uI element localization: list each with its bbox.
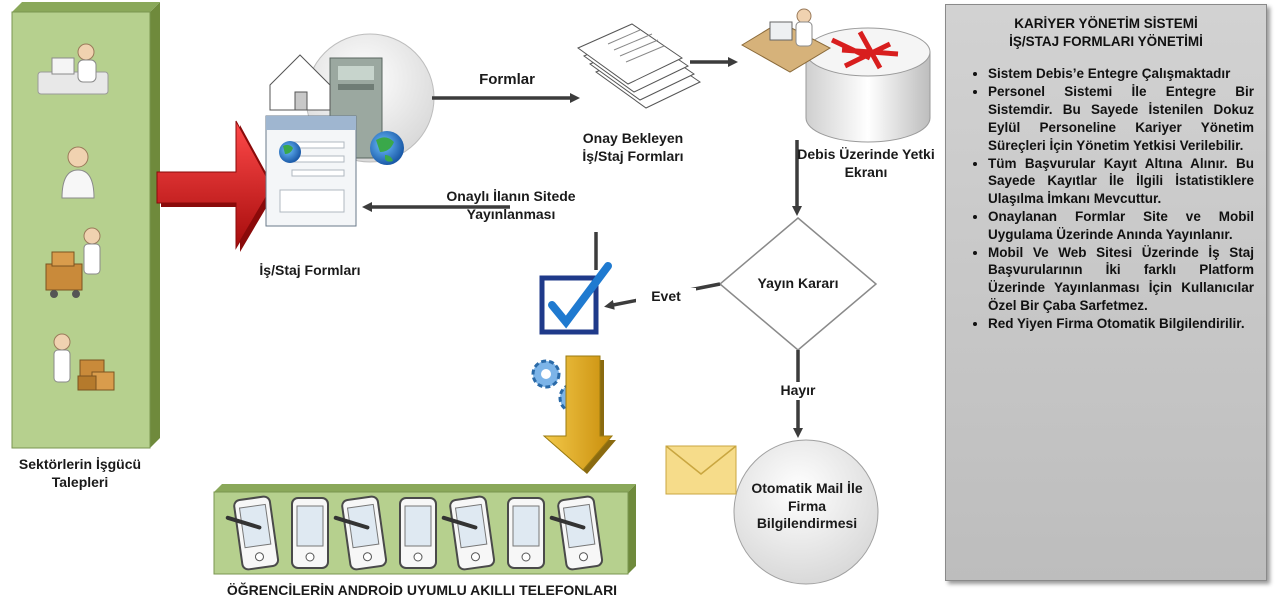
no-label: Hayır xyxy=(766,382,830,400)
panel-bullet-list: Sistem Debis’e Entegre Çalışmaktadır Per… xyxy=(958,65,1254,332)
smartphone-icon xyxy=(333,495,388,571)
smartphone-icon xyxy=(399,497,437,569)
router-arrows-icon xyxy=(830,30,899,70)
panel-bullet: Sistem Debis’e Entegre Çalışmaktadır xyxy=(988,65,1254,83)
publish-listing-label: Onaylı İlanın Sitede Yayınlanması xyxy=(446,188,576,222)
pending-forms-label: Onay Bekleyen İş/Staj Formları xyxy=(582,130,684,164)
envelope-icon xyxy=(665,445,737,495)
pending-forms-stack-icon xyxy=(577,23,701,109)
yellow-down-arrow xyxy=(542,355,616,474)
smartphone-icon xyxy=(549,495,604,571)
panel-bullet: Onaylanan Formlar Site ve Mobil Uygulama… xyxy=(988,208,1254,244)
panel-bullet: Mobil Ve Web Sitesi Üzerinde İş Staj Baş… xyxy=(988,244,1254,315)
smartphone-icon xyxy=(441,495,496,571)
panel-bullet: Personel Sistemi İle Entegre Bir Sistemd… xyxy=(988,83,1254,154)
panel-title-line1: KARİYER YÖNETİM SİSTEMİ xyxy=(1014,16,1198,31)
info-panel: KARİYER YÖNETİM SİSTEMİ İŞ/STAJ FORMLARI… xyxy=(945,4,1267,581)
debis-database-icon xyxy=(741,8,931,143)
panel-bullet: Red Yiyen Firma Otomatik Bilgilendirilir… xyxy=(988,315,1254,333)
smartphone-icon xyxy=(507,497,545,569)
debis-authorization-label: Debis Üzerinde Yetki Ekranı xyxy=(797,146,935,180)
job-internship-forms-label: İş/Staj Formları xyxy=(259,262,361,278)
red-input-arrow xyxy=(156,120,276,252)
panel-bullet: Tüm Başvurular Kayıt Altına Alınır. Bu S… xyxy=(988,155,1254,208)
warehouse-worker-icon xyxy=(53,333,115,391)
auto-mail-label: Otomatik Mail İle Firma Bilgilendirmesi xyxy=(751,480,863,531)
yes-label: Evet xyxy=(636,288,696,306)
android-phones-caption: ÖĞRENCİLERİN ANDROİD UYUMLU AKILLI TELEF… xyxy=(226,582,618,598)
person-icon xyxy=(61,146,95,199)
smartphone-icon xyxy=(225,495,280,571)
web-form-server-icon xyxy=(265,33,435,227)
approved-checkbox-icon xyxy=(539,262,612,335)
panel-title-line2: İŞ/STAJ FORMLARI YÖNETİMİ xyxy=(1009,34,1203,50)
panel-title: KARİYER YÖNETİM SİSTEMİ İŞ/STAJ FORMLARI… xyxy=(958,15,1254,51)
phones-row xyxy=(225,495,604,571)
smartphone-icon xyxy=(291,497,329,569)
delivery-worker-icon xyxy=(45,227,101,298)
forms-label: Formlar xyxy=(462,71,552,90)
mail-notification-icon xyxy=(665,439,879,585)
publish-decision-label: Yayın Kararı xyxy=(757,275,839,291)
sector-demand-caption: Sektörlerin İşgücü Talepleri xyxy=(18,456,142,490)
sector-demand-panel xyxy=(11,2,160,449)
office-worker-icon xyxy=(37,43,109,95)
